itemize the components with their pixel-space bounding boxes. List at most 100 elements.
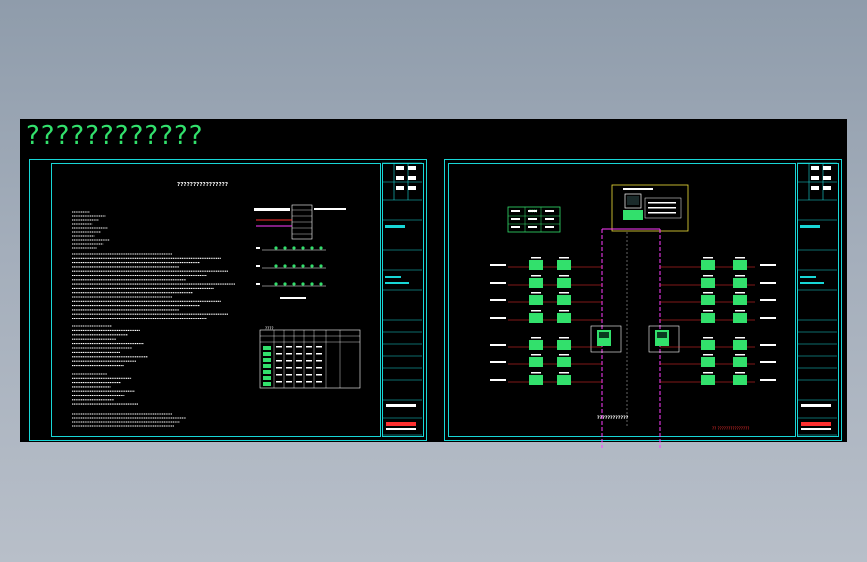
drawing-sheet-system[interactable]: ???? ???????????? ?? ??????????????? bbox=[444, 159, 842, 448]
drawing-viewport[interactable]: ???????????? ???????????????? ???? ???? … bbox=[20, 119, 847, 448]
bus-node bbox=[292, 264, 296, 268]
controller-box bbox=[648, 325, 680, 353]
bus-node bbox=[319, 264, 323, 268]
table-cell-text bbox=[276, 346, 282, 348]
label-bar bbox=[314, 208, 346, 210]
legend-text bbox=[511, 218, 520, 220]
title-block-text bbox=[823, 186, 831, 190]
device-icon bbox=[557, 260, 571, 270]
row-label-right bbox=[760, 344, 776, 346]
device-label bbox=[531, 372, 541, 374]
title-block-text bbox=[811, 166, 819, 170]
table-cell-text bbox=[306, 374, 312, 376]
device-label bbox=[531, 337, 541, 339]
table-cell-text bbox=[286, 381, 292, 383]
device-icon bbox=[557, 295, 571, 305]
table-cell-text bbox=[316, 381, 322, 383]
table-cell-text bbox=[276, 374, 282, 376]
device-icon bbox=[557, 340, 571, 350]
model-space-text: ???????????? bbox=[26, 121, 204, 151]
device-icon bbox=[733, 340, 747, 350]
title-block-2 bbox=[797, 163, 839, 437]
row-label-left bbox=[490, 317, 506, 319]
bus-node bbox=[292, 246, 296, 250]
bus-node bbox=[301, 282, 305, 286]
table-cell-text bbox=[316, 353, 322, 355]
bus-node bbox=[319, 246, 323, 250]
bus-node bbox=[283, 246, 287, 250]
bus-node bbox=[301, 246, 305, 250]
keyboard-icon bbox=[623, 210, 643, 220]
device-icon bbox=[733, 313, 747, 323]
legend-text bbox=[545, 210, 554, 212]
title-block-text bbox=[800, 276, 816, 278]
table-cell-text bbox=[286, 360, 292, 362]
controller-screen bbox=[657, 332, 667, 338]
device-icon bbox=[701, 260, 715, 270]
bus-node bbox=[301, 264, 305, 268]
device-label bbox=[703, 292, 713, 294]
host-spec-box bbox=[644, 197, 682, 219]
legend-text bbox=[528, 226, 537, 228]
device-icon bbox=[529, 260, 543, 270]
bus-node bbox=[274, 282, 278, 286]
device-label bbox=[703, 337, 713, 339]
title-block-text bbox=[385, 225, 405, 228]
device-label bbox=[559, 372, 569, 374]
table-cell-text bbox=[306, 346, 312, 348]
device-icon bbox=[733, 375, 747, 385]
bus-node bbox=[274, 264, 278, 268]
title-block-text bbox=[800, 225, 820, 228]
host-spec-text bbox=[648, 207, 676, 209]
legend-text bbox=[545, 218, 554, 220]
table-cell-text bbox=[306, 367, 312, 369]
table-cell-text bbox=[286, 374, 292, 376]
table-cell-text bbox=[316, 346, 322, 348]
sheet-title: ???????????????? bbox=[177, 182, 229, 188]
device-label bbox=[735, 372, 745, 374]
sheet-border-2 bbox=[448, 163, 796, 437]
device-icon bbox=[529, 340, 543, 350]
device-icon bbox=[733, 260, 747, 270]
device-icon bbox=[701, 278, 715, 288]
title-block-text bbox=[801, 428, 831, 430]
device-icon bbox=[529, 357, 543, 367]
row-label-left bbox=[490, 361, 506, 363]
legend-text bbox=[511, 226, 520, 228]
bus-node bbox=[292, 282, 296, 286]
table-cell-text bbox=[306, 353, 312, 355]
row-label-right bbox=[760, 264, 776, 266]
bus-label bbox=[256, 283, 260, 285]
device-label bbox=[703, 354, 713, 356]
bus-label bbox=[256, 247, 260, 249]
device-icon bbox=[701, 313, 715, 323]
equipment-table bbox=[259, 329, 361, 389]
title-block bbox=[382, 163, 424, 437]
table-cell-text bbox=[296, 353, 302, 355]
title-block-text bbox=[385, 282, 409, 284]
device-label bbox=[735, 310, 745, 312]
device-icon bbox=[701, 295, 715, 305]
device-label bbox=[531, 275, 541, 277]
drawing-sheet-notes[interactable]: ???????????????? ???? bbox=[29, 159, 427, 441]
device-label bbox=[531, 354, 541, 356]
legend-text bbox=[511, 210, 520, 212]
table-cell-text bbox=[286, 346, 292, 348]
monitor-screen bbox=[627, 196, 639, 205]
host-box bbox=[611, 184, 689, 232]
device-label bbox=[531, 257, 541, 259]
red-note: ?? ??????????????? bbox=[712, 426, 750, 431]
title-block-text bbox=[801, 404, 831, 407]
device-label bbox=[735, 292, 745, 294]
table-cell-text bbox=[316, 367, 322, 369]
title-block-logo bbox=[386, 422, 416, 426]
bus-node bbox=[310, 246, 314, 250]
bus-node bbox=[283, 282, 287, 286]
title-block-text bbox=[408, 176, 416, 180]
device-icon bbox=[529, 313, 543, 323]
title-block-text bbox=[386, 404, 416, 407]
sheet-border bbox=[51, 163, 381, 437]
device-icon bbox=[529, 278, 543, 288]
title-block-text bbox=[811, 176, 819, 180]
table-cell-text bbox=[296, 367, 302, 369]
